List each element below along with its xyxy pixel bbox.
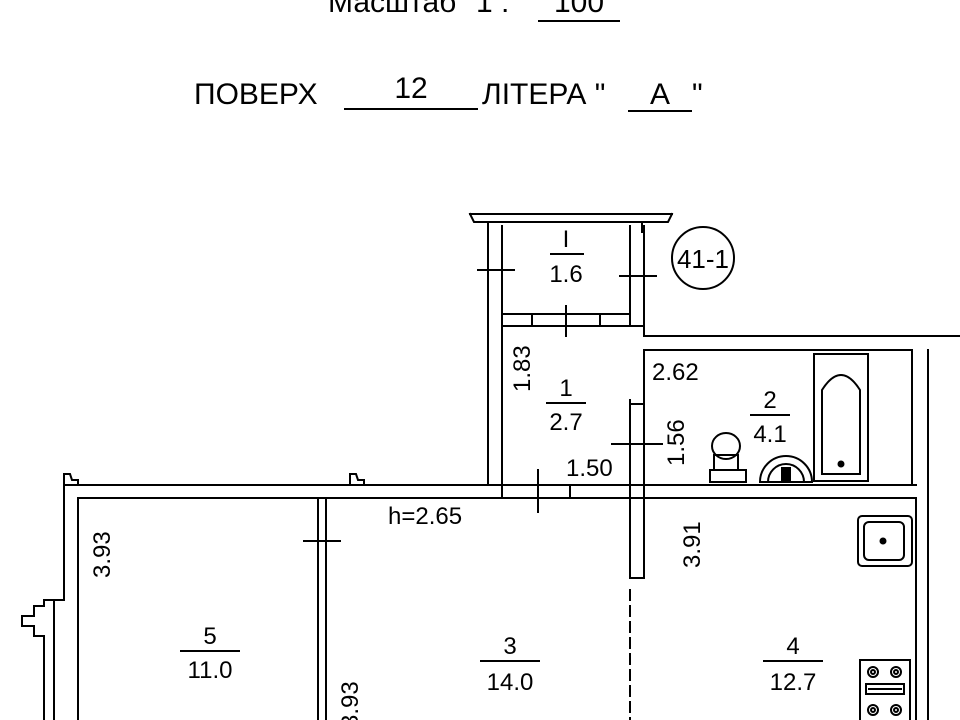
letter-label: ЛІТЕРА "	[482, 78, 606, 111]
room-1-id: 1	[559, 375, 572, 402]
scale-value: 100	[538, 0, 620, 22]
dimension-7: 3.93	[337, 681, 364, 720]
bathtub	[813, 353, 869, 482]
letter-close: "	[692, 78, 703, 111]
room-3-area: 14.0	[487, 669, 534, 696]
bathroom-walls	[629, 335, 960, 720]
ceiling-height: h=2.65	[388, 503, 462, 530]
room-5-label: 5 11.0	[180, 623, 240, 684]
room-1-area: 2.7	[549, 409, 582, 436]
dimension-3: 1.56	[663, 419, 690, 466]
partition-3-4	[629, 497, 645, 720]
room-I-id: I	[563, 226, 570, 253]
exterior-left-wall	[21, 473, 365, 720]
room-1-label: 1 2.7	[546, 375, 586, 436]
room-3-id: 3	[503, 633, 516, 660]
washbasin	[758, 455, 814, 483]
room-I-label: I 1.6	[549, 226, 584, 288]
floor-label: ПОВЕРХ	[194, 78, 318, 111]
apartment-tag: 41-1	[677, 244, 729, 274]
toilet	[709, 432, 747, 483]
scale-label: Масштаб	[328, 0, 457, 19]
room-4-area: 12.7	[770, 669, 817, 696]
main-wall	[77, 484, 917, 499]
opening-ticks	[303, 269, 663, 542]
dimension-6: 3.91	[679, 521, 706, 568]
dimension-4: 1.50	[566, 455, 613, 482]
balcony-slab	[468, 212, 674, 233]
stove	[859, 659, 911, 720]
scale-prefix: 1 :	[476, 0, 510, 19]
room-5-area: 11.0	[188, 657, 233, 684]
room-2-id: 2	[763, 387, 776, 414]
room-4-label: 4 12.7	[763, 633, 823, 696]
apartment-tag-circle	[671, 226, 735, 290]
dimension-2: 2.62	[652, 359, 699, 386]
room-4-id: 4	[786, 633, 799, 660]
floor-value: 12	[344, 72, 478, 110]
room-I-area: 1.6	[549, 261, 582, 288]
room-5-id: 5	[203, 623, 216, 650]
room-2-area: 4.1	[753, 421, 786, 448]
dimension-5: 3.93	[89, 531, 116, 578]
room-3-label: 3 14.0	[480, 633, 540, 696]
room-2-label: 2 4.1	[750, 387, 790, 448]
dimension-1: 1.83	[509, 345, 536, 392]
letter-value: А	[628, 78, 692, 112]
kitchen-sink	[857, 515, 913, 567]
partition-5-3	[317, 497, 327, 720]
